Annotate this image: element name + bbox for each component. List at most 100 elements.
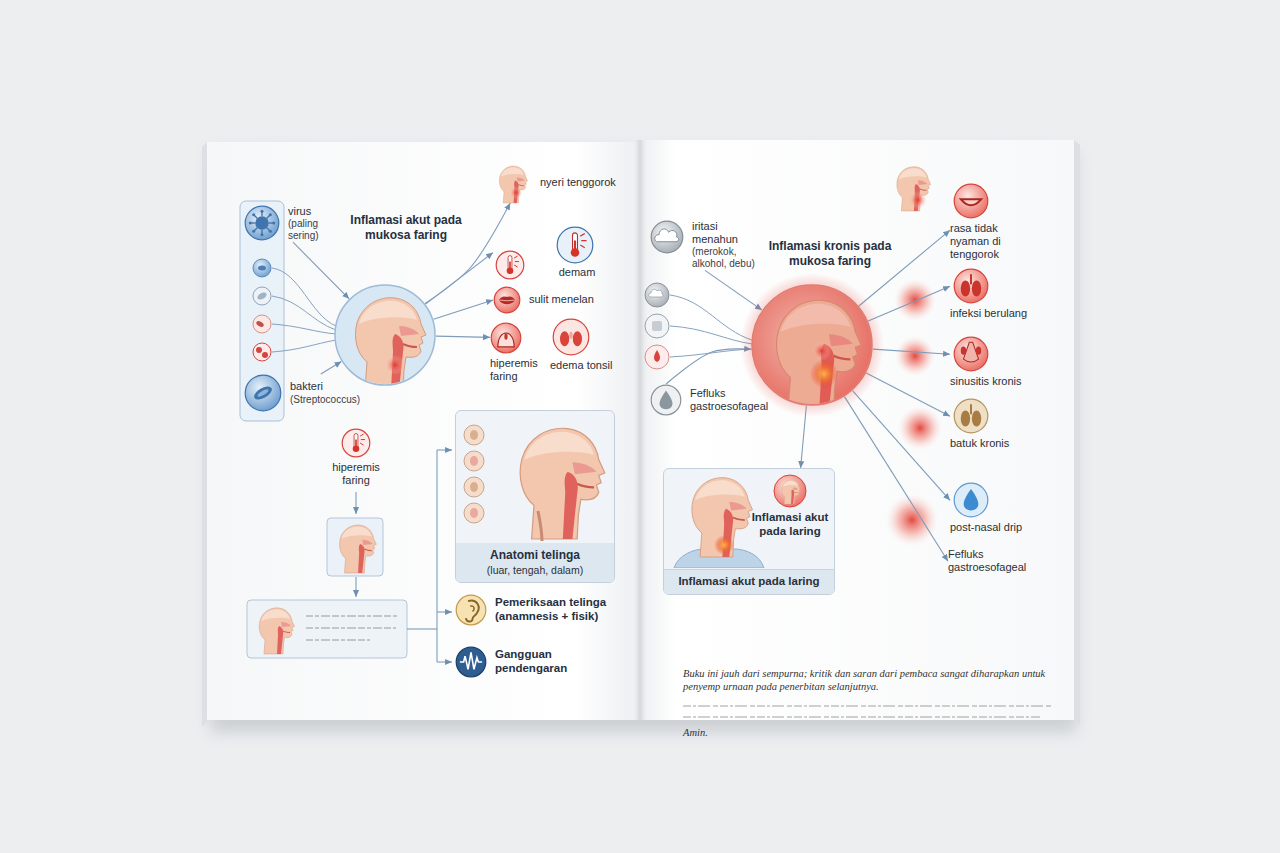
complication-illustrations [886,494,938,546]
cause-leader-line [670,295,752,357]
ear-anatomy-illustration [464,425,605,541]
cough-icon [970,404,972,414]
node-text: (merokok, alkohol, debu) [692,246,760,270]
handwriting-scribble [683,706,1052,717]
pharynx-illustration [752,285,872,411]
complication-illustrations [909,191,927,209]
tonsil-icon [553,319,589,355]
cloud-icon [655,229,679,242]
cause-icons [645,314,669,338]
throat-icon [490,322,522,354]
node-text: hiperemis faring [320,461,392,487]
pharynx-illustration [355,298,426,390]
connector-arrow [853,391,950,501]
bact-icon [245,375,281,411]
cough-icon [961,404,981,426]
complication-item: post-nasal drip [950,482,1050,534]
node-text: (paling sering) [288,218,342,242]
thermoB-icon [571,233,587,257]
pathogen-panel [256,291,268,301]
node-text: Pemeriksaan telinga (anamnesis + fisik) [495,596,627,624]
thermo-icon [507,267,514,274]
thermo-icon [354,434,358,448]
node-text: (Streptococcus) [290,394,372,406]
ear-anatomy-illustration [470,482,478,492]
thermo-icon [514,256,519,267]
cloud-icon [650,220,684,254]
pharynx-illustration [752,285,872,405]
ear-anatomy-illustration [464,425,484,445]
flow-chain [355,492,356,514]
pharynx-illustration [752,285,872,405]
mouth-icon [961,199,981,205]
complication-item: sinusitis kronis [950,336,1050,388]
ear-anatomy-illustration [464,503,484,523]
tonsil-icon [560,331,582,346]
connector-arrow [866,373,950,416]
throat-icon [491,323,521,353]
inflammation-circle: Inflamasi kronis pada mukosa faring [752,285,872,405]
book [1074,140,1080,725]
node-text: Gangguan pendengaran [495,648,595,676]
thermo-icon [495,250,525,280]
topic-item: Gangguan pendengaran [455,646,595,678]
ear-anatomy-illustration [520,428,605,539]
pathogen-panel [240,201,284,421]
tonsil-icon [569,332,573,339]
complication-item: rasa tidak nyaman di tenggorok [950,183,1016,262]
pathogen-leader-line [272,324,336,334]
sinus-icon [961,342,981,362]
virus-icon [252,230,255,233]
ear-icon [455,594,487,626]
cause-item: Fefluks gastroesofageal [650,384,774,416]
node-text: Fefluks gastroesofageal [948,548,1048,574]
flow-chain [437,661,452,662]
connector-arrow [436,336,490,337]
virus-icon [249,210,276,237]
tonsil-icon [573,331,582,346]
node-text: demam [549,266,605,279]
book [202,140,1080,732]
node-text: bakteri [290,380,372,393]
throat-icon [498,333,514,347]
neck-icon [492,163,532,203]
book [207,142,641,720]
larynx-illustration [692,478,753,557]
sinus-icon [961,347,966,355]
pharynx-illustration [752,285,872,405]
connector-arrow [293,242,349,299]
thermoB-icon [557,227,593,263]
virus-icon [244,205,280,241]
virus-icon [255,216,268,229]
larynx-illustration [774,475,806,507]
complication-illustrations [895,336,935,376]
cause-icons [654,350,660,362]
pharynx-illustration [335,285,435,385]
larynx-panel: Inflamasi akut pada laringInflamasi akut… [663,468,835,595]
flow-chain [407,450,452,662]
complication-illustrations [894,279,936,321]
complication-illustrations [886,167,942,546]
lungs-icon [953,268,989,304]
sinus-icon [976,347,981,355]
book [630,140,650,720]
pathogen-panel [240,201,284,421]
handwriting-scribble [683,706,1052,707]
mouth-icon [953,183,989,219]
node-text: (luar, tengah, dalam) [456,563,614,582]
flow-chain [247,450,452,662]
node-text: sinusitis kronis [950,375,1050,388]
thermoB-icon [556,226,594,264]
thermo-icon [360,434,365,445]
pathogen-leader-line [272,268,336,352]
virus-icon [260,233,263,236]
greydrop-icon [660,390,673,409]
node-text: post-nasal drip [950,521,1050,534]
note-text: Amin. [683,727,763,740]
flow-chain [340,525,377,573]
larynx-illustration [714,535,734,555]
flow-chain [247,600,407,658]
node-text: Anatomi telinga [456,543,614,563]
pharynx-illustration [740,273,884,417]
